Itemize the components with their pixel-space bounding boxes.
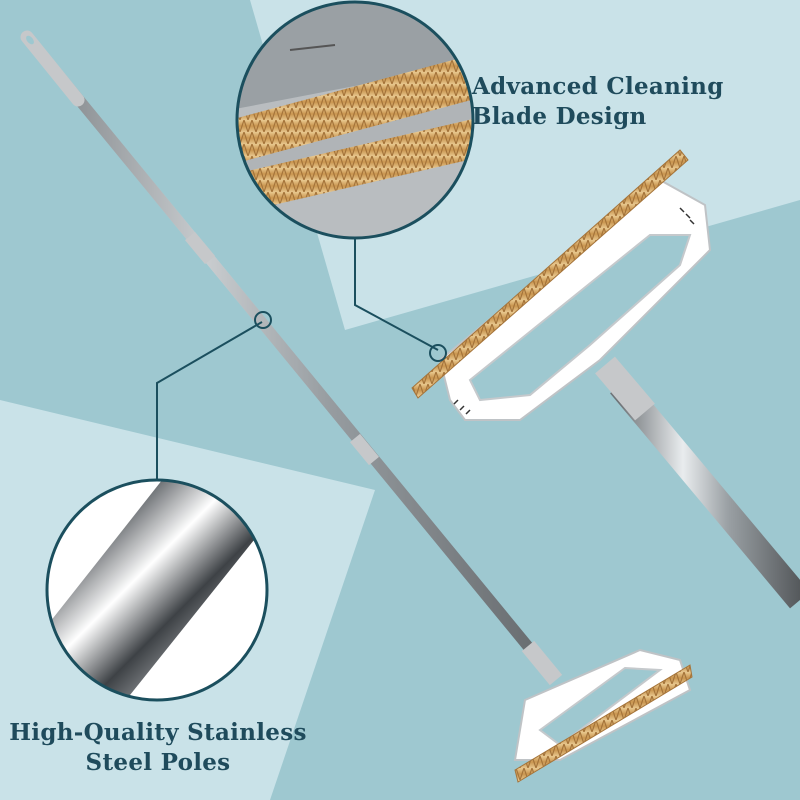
bottom-squeegee-head xyxy=(513,648,693,783)
pole-callout-line xyxy=(156,321,263,480)
blade-closeup-circle xyxy=(235,0,475,240)
blade-callout-ring xyxy=(429,344,447,362)
long-pole xyxy=(20,30,563,686)
pole-closeup-circle xyxy=(45,478,269,702)
pole-caption: High-Quality Stainless Steel Poles xyxy=(8,718,308,778)
blade-caption-line-2: Blade Design xyxy=(472,103,647,130)
pole-callout-ring xyxy=(254,311,272,329)
pole-caption-line-1: High-Quality Stainless xyxy=(9,719,307,746)
blade-caption: Advanced Cleaning Blade Design xyxy=(472,72,724,132)
blade-callout-line xyxy=(354,238,439,351)
top-squeegee-head xyxy=(411,149,800,609)
pole-caption-line-2: Steel Poles xyxy=(85,749,231,776)
blade-caption-line-1: Advanced Cleaning xyxy=(472,73,724,100)
